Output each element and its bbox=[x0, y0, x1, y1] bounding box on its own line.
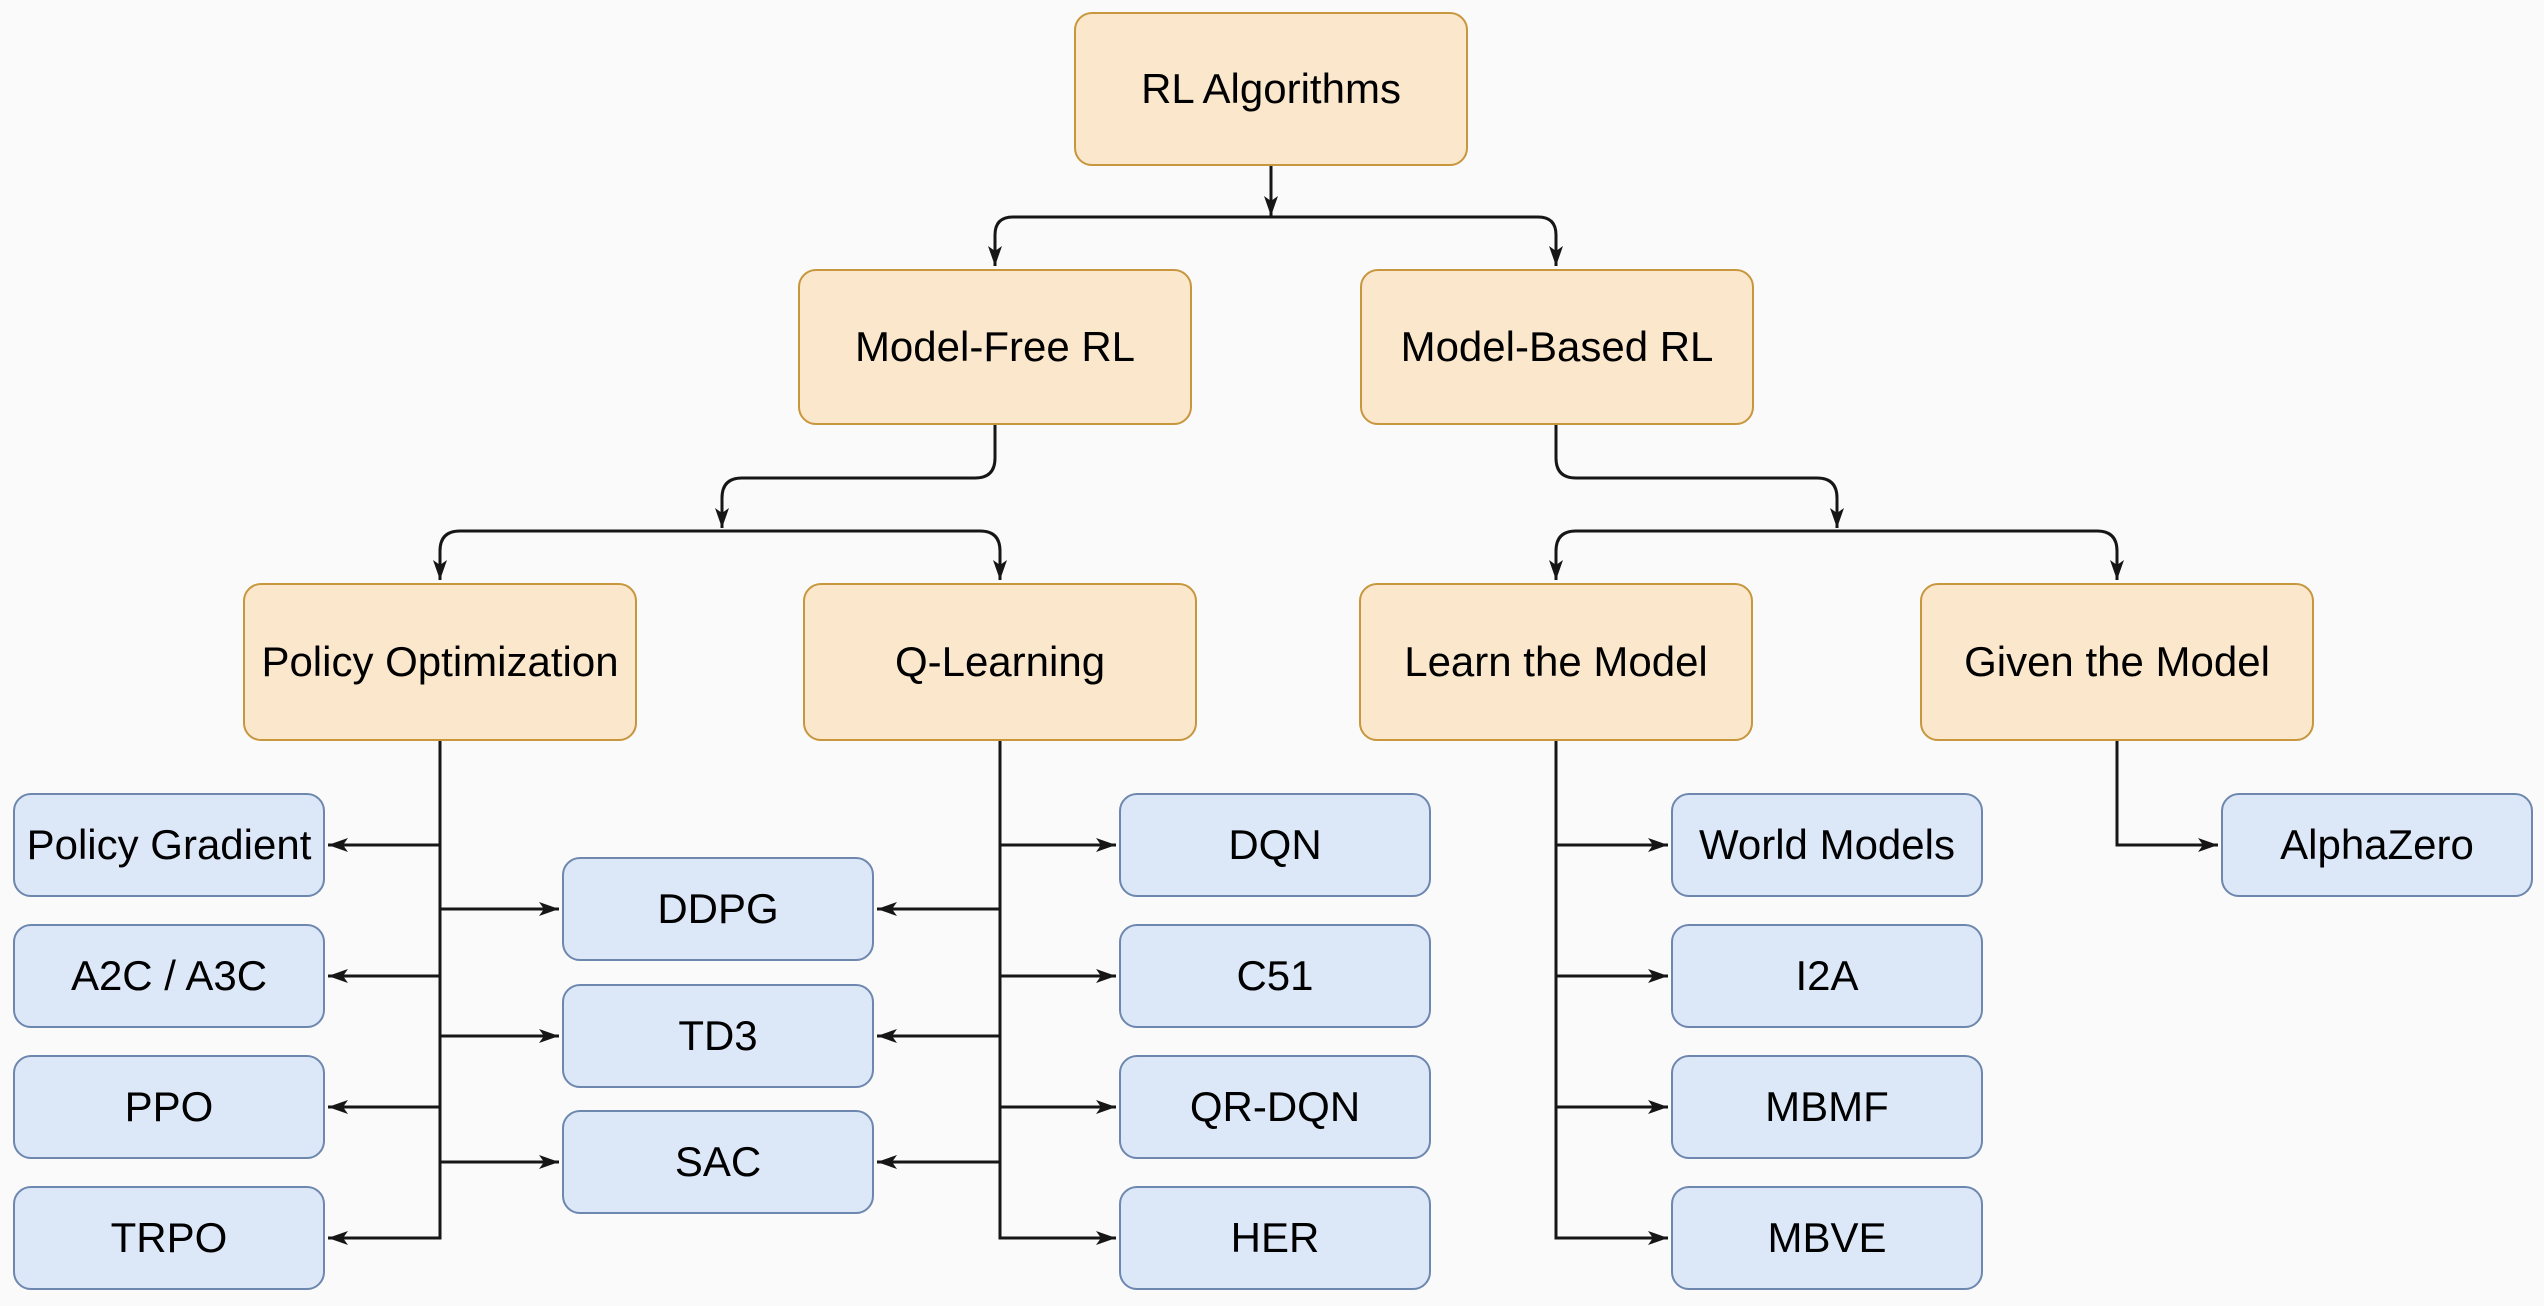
node-c51: C51 bbox=[1119, 924, 1431, 1028]
edge-modelbased-split bbox=[1549, 529, 2124, 580]
node-label: I2A bbox=[1795, 951, 1859, 999]
edge-modelfree-drop bbox=[715, 425, 997, 528]
node-trpo: TRPO bbox=[13, 1186, 325, 1290]
node-label: AlphaZero bbox=[2280, 820, 2474, 868]
node-label: TD3 bbox=[678, 1011, 758, 1059]
node-ddpg: DDPG bbox=[562, 857, 874, 961]
edge-modelfree-split bbox=[433, 529, 1007, 580]
edge-modelbased-drop bbox=[1554, 425, 1844, 528]
node-given-the-model: Given the Model bbox=[1920, 583, 2314, 741]
edge-givenmodel-to-alphazero bbox=[2115, 741, 2218, 852]
node-label: DDPG bbox=[657, 884, 779, 932]
node-mbve: MBVE bbox=[1671, 1186, 1983, 1290]
node-rl-algorithms: RL Algorithms bbox=[1074, 12, 1468, 166]
node-label: A2C / A3C bbox=[70, 951, 268, 999]
node-label: Policy Gradient bbox=[26, 820, 312, 868]
node-alphazero: AlphaZero bbox=[2221, 793, 2533, 897]
node-her: HER bbox=[1119, 1186, 1431, 1290]
node-label: SAC bbox=[674, 1137, 762, 1185]
edge-learnmodel-trunk-to-mbve bbox=[1554, 741, 1668, 1245]
node-label: MBMF bbox=[1765, 1082, 1889, 1130]
edge-qlearning-trunk-to-her bbox=[998, 741, 1116, 1245]
node-i2a: I2A bbox=[1671, 924, 1983, 1028]
node-label: Model-Free RL bbox=[854, 322, 1136, 370]
node-qr-dqn: QR-DQN bbox=[1119, 1055, 1431, 1159]
node-learn-the-model: Learn the Model bbox=[1359, 583, 1753, 741]
node-a2c-a3c: A2C / A3C bbox=[13, 924, 325, 1028]
node-dqn: DQN bbox=[1119, 793, 1431, 897]
node-label: Model-Based RL bbox=[1400, 322, 1714, 370]
node-label: QR-DQN bbox=[1189, 1082, 1361, 1130]
node-q-learning: Q-Learning bbox=[803, 583, 1197, 741]
node-label: World Models bbox=[1699, 820, 1955, 868]
node-model-based-rl: Model-Based RL bbox=[1360, 269, 1754, 425]
node-ppo: PPO bbox=[13, 1055, 325, 1159]
node-label: Policy Optimization bbox=[261, 637, 619, 685]
node-policy-gradient: Policy Gradient bbox=[13, 793, 325, 897]
node-mbmf: MBMF bbox=[1671, 1055, 1983, 1159]
edge-policyopt-trunk-to-trpo bbox=[328, 741, 442, 1245]
node-label: C51 bbox=[1236, 951, 1314, 999]
node-label: Q-Learning bbox=[894, 637, 1106, 685]
node-label: DQN bbox=[1228, 820, 1322, 868]
node-label: HER bbox=[1230, 1213, 1320, 1261]
node-label: PPO bbox=[124, 1082, 214, 1130]
node-label: Learn the Model bbox=[1404, 637, 1708, 685]
node-td3: TD3 bbox=[562, 984, 874, 1088]
node-policy-optimization: Policy Optimization bbox=[243, 583, 637, 741]
node-world-models: World Models bbox=[1671, 793, 1983, 897]
node-label: Given the Model bbox=[1964, 637, 2270, 685]
node-label: RL Algorithms bbox=[1141, 64, 1401, 112]
edge-root-split bbox=[988, 215, 1563, 266]
node-sac: SAC bbox=[562, 1110, 874, 1214]
node-label: MBVE bbox=[1767, 1213, 1887, 1261]
node-label: TRPO bbox=[110, 1213, 228, 1261]
node-model-free-rl: Model-Free RL bbox=[798, 269, 1192, 425]
